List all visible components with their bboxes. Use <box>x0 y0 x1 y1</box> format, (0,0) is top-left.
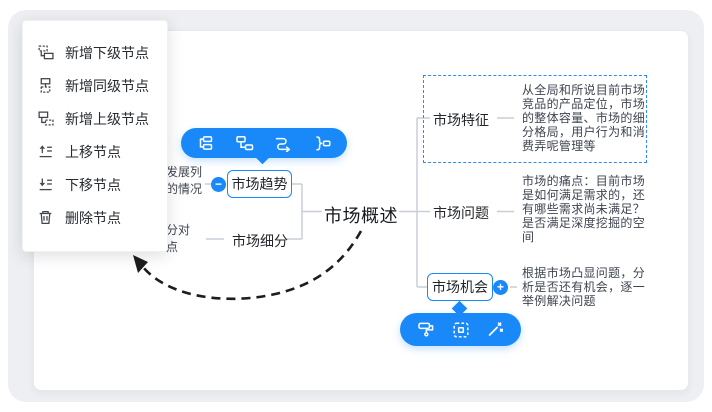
insert-child-icon[interactable] <box>234 135 255 151</box>
node-market-trend[interactable]: 市场趋势 <box>227 170 292 198</box>
magic-wand-icon[interactable] <box>486 321 504 339</box>
menu-item-add-parent-node[interactable]: 新增上级节点 <box>23 102 167 135</box>
relation-line-icon[interactable] <box>273 135 294 152</box>
format-painter-icon[interactable] <box>417 321 435 338</box>
move-node-down-icon <box>37 176 54 193</box>
menu-item-add-sibling-node[interactable]: 新增同级节点 <box>23 69 167 102</box>
menu-item-move-node-up[interactable]: 上移节点 <box>23 135 167 168</box>
node-toolbar <box>181 128 347 158</box>
canvas-toolbar <box>400 313 521 346</box>
add-child-node-icon <box>37 44 54 61</box>
menu-item-delete-node[interactable]: 删除节点 <box>23 201 167 234</box>
selection-rect <box>423 75 647 163</box>
node-market-problem[interactable]: 市场问题 <box>433 205 489 221</box>
node-market-segment[interactable]: 市场细分 <box>232 233 288 249</box>
menu-item-label: 新增上级节点 <box>65 110 149 127</box>
opportunity-note: 根据市场凸显问题，分析是否还有机会，逐一举例解决问题 <box>522 266 646 308</box>
summary-icon[interactable] <box>311 135 332 152</box>
menu-item-label: 上移节点 <box>65 143 121 160</box>
problem-note: 市场的痛点：目前市场是如何满足需求的，还有哪些需求尚未满足？是否满足深度挖掘的空… <box>522 174 646 244</box>
node-market-opportunity[interactable]: 市场机会 <box>427 273 493 301</box>
menu-item-move-node-down[interactable]: 下移节点 <box>23 168 167 201</box>
move-node-up-icon <box>37 143 54 160</box>
add-parent-node-icon <box>37 110 54 127</box>
menu-item-label: 下移节点 <box>65 176 121 193</box>
menu-item-label: 删除节点 <box>65 209 121 226</box>
expand-badge[interactable]: + <box>493 279 508 295</box>
insert-sibling-icon[interactable] <box>196 135 217 151</box>
menu-item-add-child-node[interactable]: 新增下级节点 <box>23 36 167 69</box>
delete-node-icon <box>37 209 54 226</box>
node-context-menu: 新增下级节点 新增同级节点 新增上级节点 <box>22 20 168 252</box>
menu-item-label: 新增同级节点 <box>65 77 149 94</box>
menu-item-label: 新增下级节点 <box>65 44 149 61</box>
node-label: 市场趋势 <box>231 176 288 192</box>
node-market-overview[interactable]: 市场概述 <box>324 206 398 226</box>
node-label: 市场机会 <box>432 279 488 295</box>
marquee-select-icon[interactable] <box>452 321 470 339</box>
add-sibling-node-icon <box>37 77 54 94</box>
feature-note: 从全局和所说目前市场竞品的产品定位，市场的整体容量、市场的细分格局，用户行为和消… <box>522 83 646 153</box>
collapse-badge[interactable]: − <box>211 176 226 192</box>
segment-note-fragment: 分对 点 <box>166 223 191 254</box>
node-market-feature[interactable]: 市场特征 <box>433 112 489 128</box>
trend-note-fragment: 发展列 的情况 <box>166 165 203 196</box>
